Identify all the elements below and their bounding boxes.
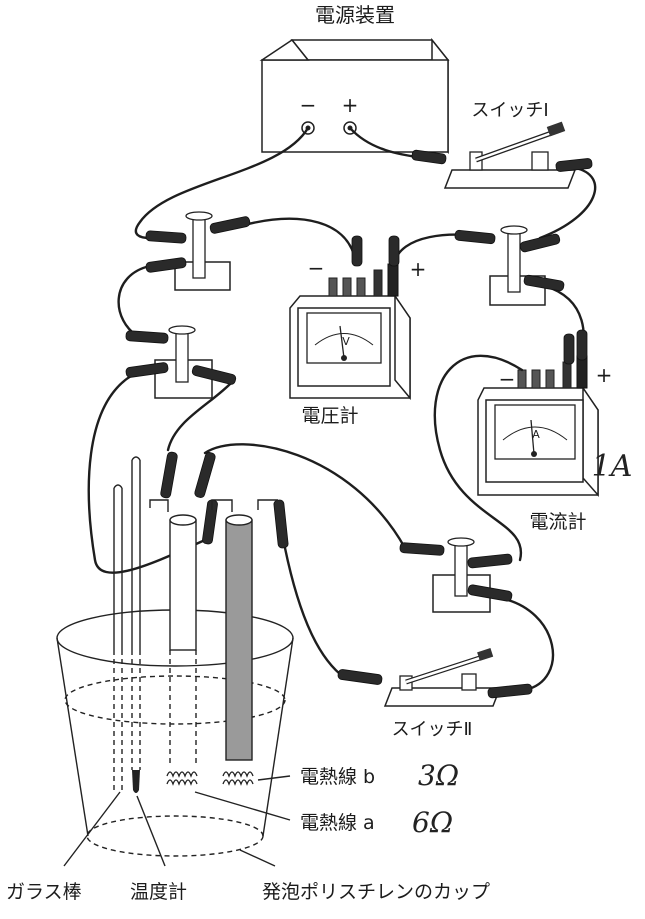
voltmeter-symbol: V [342, 335, 350, 348]
alligator-clips [125, 149, 593, 699]
ammeter-symbol: A [532, 428, 540, 441]
ammeter-label: 電流計 [529, 511, 586, 533]
voltmeter-label: 電圧計 [301, 405, 358, 427]
heater-b-label: 電熱線 b [300, 766, 375, 788]
voltmeter [289, 263, 411, 401]
ammeter [477, 355, 599, 497]
terminal-block-1 [174, 211, 231, 291]
voltmeter-plus: + [410, 257, 427, 281]
polystyrene-cup [56, 609, 294, 857]
power-supply [259, 37, 450, 155]
heater-a-label: 電熱線 a [300, 812, 375, 834]
leader-lines [63, 775, 291, 867]
power-minus-sign: − [300, 93, 317, 117]
ammeter-plus: + [596, 363, 613, 387]
cup-label: 発泡ポリスチレンのカップ [262, 881, 490, 903]
heater-b [222, 514, 254, 786]
terminal-block-2 [489, 225, 546, 306]
switch-1-label: スイッチⅠ [471, 100, 548, 121]
switch-1 [443, 121, 577, 189]
ammeter-handwritten-reading: 1A [592, 449, 633, 484]
heater-a-handwritten-value: 6Ω [412, 806, 453, 839]
power-supply-label: 電源装置 [315, 3, 395, 27]
switch-2 [383, 648, 502, 707]
glass-rod-label: ガラス棒 [6, 881, 82, 903]
terminal-block-4 [432, 537, 491, 613]
switch-2-label: スイッチⅡ [392, 719, 473, 740]
heater-a [166, 514, 198, 786]
ammeter-minus: − [499, 367, 516, 391]
voltmeter-minus: − [308, 256, 325, 280]
power-plus-sign: + [342, 93, 359, 117]
glass-rod [113, 484, 123, 790]
heater-b-handwritten-value: 3Ω [418, 759, 459, 792]
thermometer-label: 温度計 [130, 881, 187, 903]
thermometer [131, 456, 141, 793]
